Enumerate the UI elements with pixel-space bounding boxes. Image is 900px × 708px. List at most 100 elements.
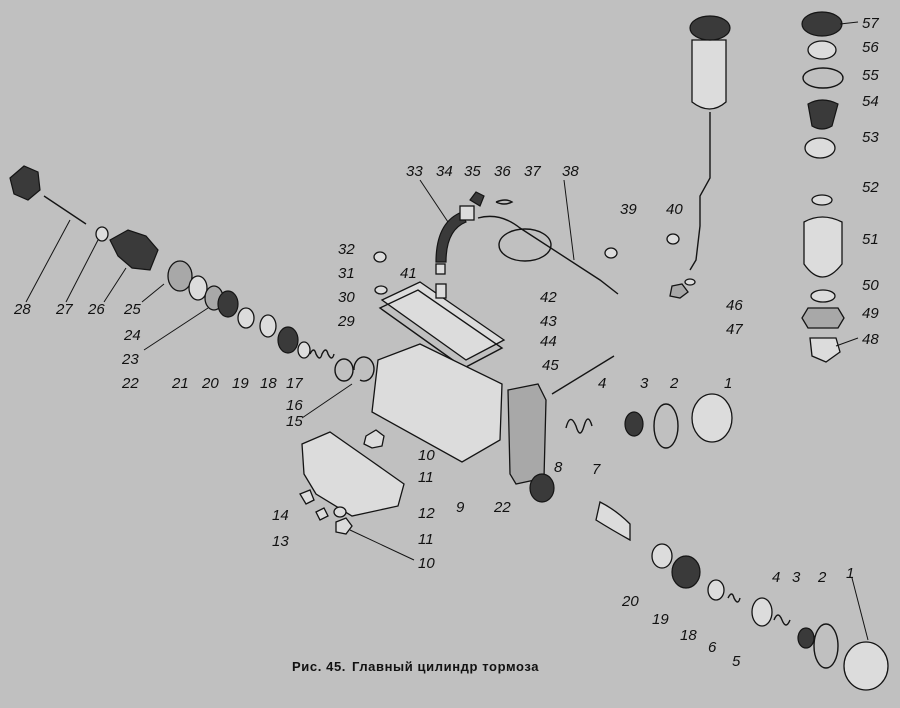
part-label-14: 14 <box>272 507 289 524</box>
part-label-37: 37 <box>524 163 541 180</box>
part-label-47: 47 <box>726 321 743 338</box>
part-label-25: 25 <box>124 301 141 318</box>
washer-part-31 <box>374 285 388 295</box>
part-label-43: 43 <box>540 313 557 330</box>
pipe-part-38 <box>477 215 619 295</box>
part-label-39: 39 <box>620 201 637 218</box>
nut-part-47 <box>669 283 689 299</box>
part-label-42: 42 <box>540 289 557 306</box>
bolt-part-8 <box>551 355 615 395</box>
part-label-5: 5 <box>732 653 741 670</box>
spring-part-4-lower <box>773 614 791 626</box>
bolt-part-14 <box>299 489 315 505</box>
part-label-21: 21 <box>172 375 189 392</box>
part-label-11a: 11 <box>418 469 434 486</box>
washer-part-50 <box>810 289 836 303</box>
part-label-41: 41 <box>400 265 417 282</box>
fitting-part-43 <box>435 283 447 299</box>
nut-part-28 <box>9 165 41 201</box>
leader-line <box>25 219 71 303</box>
plug-part-1-lower <box>843 641 889 691</box>
part-label-15: 15 <box>286 413 303 430</box>
part-label-20a: 20 <box>202 375 219 392</box>
washer-part-27 <box>95 226 109 242</box>
bolt-part-13 <box>315 507 329 521</box>
part-label-52: 52 <box>862 179 879 196</box>
part-label-50: 50 <box>862 277 879 294</box>
part-label-2b: 2 <box>818 569 827 586</box>
part-label-20b: 20 <box>622 593 639 610</box>
part-label-48: 48 <box>862 331 879 348</box>
part-label-4a: 4 <box>598 375 607 392</box>
part-label-30: 30 <box>338 289 355 306</box>
part-label-3a: 3 <box>640 375 649 392</box>
leader-line <box>143 307 209 351</box>
part-label-40: 40 <box>666 201 683 218</box>
boot-part-26 <box>109 229 159 271</box>
spring-part-6 <box>727 593 741 603</box>
caption-title: Главный цилиндр тормоза <box>352 659 540 674</box>
part-label-29: 29 <box>338 313 355 330</box>
pin-part-36 <box>495 199 514 205</box>
part-label-45: 45 <box>542 357 559 374</box>
cup-part-19-lower <box>671 555 701 589</box>
bolt-part-32 <box>373 251 387 263</box>
gasket-part-29 <box>378 289 504 369</box>
part-label-28: 28 <box>14 301 31 318</box>
leader-lines <box>25 21 869 641</box>
upper-reservoir <box>691 39 727 110</box>
bracket-part-45 <box>507 383 547 485</box>
snap-ring-part-15 <box>353 356 375 382</box>
leader-line <box>835 337 859 347</box>
part-label-2a: 2 <box>670 375 679 392</box>
bowl-part-51 <box>803 216 843 278</box>
part-label-22a: 22 <box>122 375 139 392</box>
valve-part-3-upper <box>624 411 644 437</box>
leader-line <box>65 239 99 303</box>
part-label-10b: 10 <box>418 555 435 572</box>
cover-part-30 <box>380 281 506 361</box>
valve-part-3-lower <box>797 627 815 649</box>
part-label-17: 17 <box>286 375 303 392</box>
body-part-9 <box>371 343 503 463</box>
cover-assembly <box>373 191 619 369</box>
cylinder-body <box>299 343 615 535</box>
piston-part-7 <box>595 501 631 542</box>
seal-part-24 <box>188 275 208 301</box>
part-label-6: 6 <box>708 639 717 656</box>
part-label-9: 9 <box>456 499 465 516</box>
part-label-44: 44 <box>540 333 557 350</box>
valve-group-lower <box>595 501 889 691</box>
part-label-16: 16 <box>286 397 303 414</box>
part-label-38: 38 <box>562 163 579 180</box>
part-label-4b: 4 <box>772 569 781 586</box>
wing-nut-part-35 <box>469 191 485 207</box>
part-label-22b: 22 <box>494 499 511 516</box>
plug-part-1-upper <box>691 393 733 443</box>
washer-part-20 <box>259 314 277 338</box>
leader-line <box>563 179 575 261</box>
washer-part-11-lower <box>333 506 347 518</box>
piston-part-19 <box>277 326 299 354</box>
part-label-26: 26 <box>88 301 105 318</box>
bushing-part-22-lower <box>529 473 555 503</box>
bolt-part-40 <box>666 233 680 245</box>
part-label-32: 32 <box>338 241 355 258</box>
part-label-7: 7 <box>592 461 601 478</box>
washer-part-52 <box>811 194 833 206</box>
part-label-54: 54 <box>862 93 879 110</box>
washer-part-20-lower <box>651 543 673 569</box>
leader-line <box>851 577 869 641</box>
part-label-33: 33 <box>406 163 423 180</box>
part-label-56: 56 <box>862 39 879 56</box>
leader-line <box>839 21 859 25</box>
nut-part-10-upper <box>363 429 385 449</box>
leader-line <box>349 529 415 561</box>
part-label-36: 36 <box>494 163 511 180</box>
upper-reservoir-cap <box>689 15 731 41</box>
part-label-18b: 18 <box>680 627 697 644</box>
part-label-55: 55 <box>862 67 879 84</box>
reservoir-parts-column <box>801 11 845 363</box>
figure-caption: Рис. 45. Главный цилиндр тормоза <box>292 659 539 674</box>
part-label-24: 24 <box>124 327 141 344</box>
